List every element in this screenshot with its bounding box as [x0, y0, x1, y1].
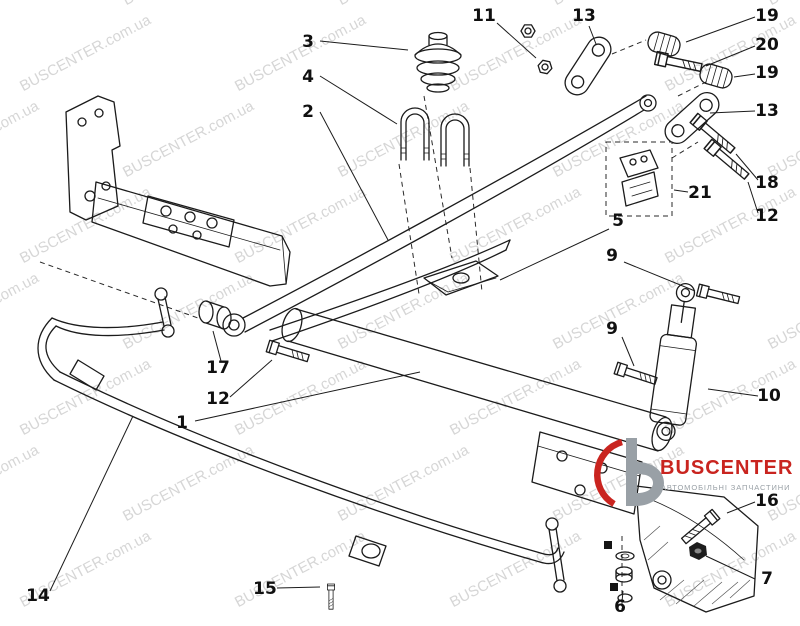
callout-14: 14 [26, 415, 134, 606]
svg-text:21: 21 [688, 183, 712, 203]
bracket-kit-21 [605, 141, 673, 217]
callouts: 3 4 2 11 13 19 [26, 6, 781, 617]
axle-seat [531, 431, 643, 515]
callout-17: 17 [206, 330, 230, 378]
nut-7 [689, 542, 707, 560]
u-bolts [400, 107, 470, 167]
callout-3: 3 [302, 32, 409, 52]
air-bump-stop [414, 31, 462, 93]
logo-symbol-icon [626, 438, 664, 506]
svg-text:4: 4 [302, 67, 314, 87]
callout-18: 18 [735, 153, 779, 193]
callout-19-mid: 19 [733, 63, 779, 83]
svg-text:1: 1 [176, 413, 188, 433]
callout-19-top: 19 [685, 6, 779, 43]
callout-21: 21 [673, 183, 712, 203]
svg-text:2: 2 [302, 102, 314, 122]
callout-1: 1 [176, 371, 421, 433]
svg-text:15: 15 [253, 579, 277, 599]
shackle-nut-lower [536, 58, 554, 76]
callout-15: 15 [253, 579, 321, 599]
hanger-bolt-16 [679, 508, 721, 547]
callout-5: 5 [499, 211, 624, 281]
svg-text:19: 19 [755, 63, 779, 83]
svg-text:9: 9 [606, 246, 618, 266]
svg-text:12: 12 [206, 389, 230, 409]
stabilizer-bar [37, 287, 567, 593]
front-crossmember [65, 95, 291, 287]
logo-swoosh-icon [594, 438, 624, 507]
svg-text:17: 17 [206, 358, 230, 378]
callout-7: 7 [705, 555, 773, 589]
rear-spring-hanger [635, 485, 759, 613]
clamp-bolt-15 [327, 583, 335, 610]
svg-text:5: 5 [612, 211, 624, 231]
shock-absorber [649, 283, 698, 441]
shackle-nut-upper [520, 24, 536, 38]
callout-4: 4 [302, 67, 398, 125]
washers-6 [604, 541, 635, 603]
buscenter-logo: BUSCENTER АВТОМОБІЛЬНІ ЗАПЧАСТИНИ [594, 438, 793, 507]
logo-tagline: АВТОМОБІЛЬНІ ЗАПЧАСТИНИ [661, 483, 790, 492]
svg-text:18: 18 [755, 173, 779, 193]
svg-text:19: 19 [755, 6, 779, 26]
svg-text:20: 20 [755, 35, 779, 55]
callout-13-top: 13 [572, 6, 597, 45]
svg-text:3: 3 [302, 32, 314, 52]
shock-bolt-upper [695, 283, 741, 307]
shackle-bushing-lower [697, 61, 735, 91]
svg-text:11: 11 [472, 6, 496, 26]
svg-text:13: 13 [572, 6, 596, 26]
front-eye-bushing [198, 300, 232, 330]
svg-text:16: 16 [755, 491, 779, 511]
svg-text:13: 13 [755, 101, 779, 121]
callout-12-right: 12 [747, 181, 779, 226]
callout-10: 10 [707, 386, 781, 406]
svg-text:7: 7 [761, 569, 773, 589]
shackle-pin [653, 50, 704, 75]
callout-20: 20 [705, 35, 779, 67]
svg-text:6: 6 [614, 597, 626, 617]
callout-9-upper: 9 [606, 246, 696, 292]
svg-text:12: 12 [755, 206, 779, 226]
shackle-plate-upper [559, 31, 617, 101]
callout-9-lower: 9 [606, 319, 635, 367]
callout-2: 2 [302, 102, 389, 241]
callout-6: 6 [614, 590, 626, 617]
spring-seat-plate [423, 260, 499, 296]
svg-text:10: 10 [757, 386, 781, 406]
callout-13-right: 13 [709, 101, 779, 121]
callout-11: 11 [472, 6, 537, 59]
shackle-bushing-upper [645, 29, 683, 59]
svg-text:9: 9 [606, 319, 618, 339]
front-eye-bolt [265, 339, 311, 365]
shackle-bolt-18 [689, 112, 738, 156]
shock-bolt-lower [613, 361, 659, 388]
axle-tube [281, 307, 673, 452]
svg-text:14: 14 [26, 586, 50, 606]
callout-12-left: 12 [206, 359, 273, 409]
logo-name: BUSCENTER [660, 457, 793, 479]
callout-16: 16 [726, 491, 779, 514]
leaf-spring [222, 94, 657, 342]
